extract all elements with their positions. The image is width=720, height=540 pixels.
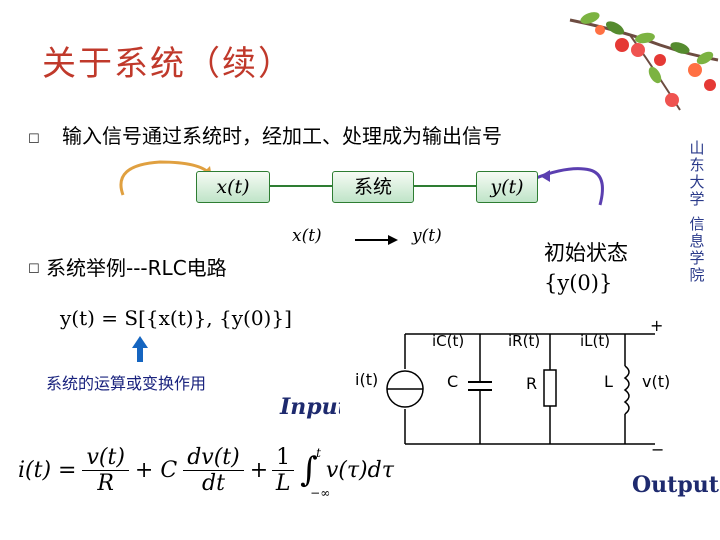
il-label: iL(t) <box>580 332 611 350</box>
fraction-3: 1 L <box>272 445 295 496</box>
bullet-box-icon-2: ☐ <box>28 262 40 277</box>
system-box: 系统 <box>332 171 414 203</box>
inductor-label: L <box>604 372 613 391</box>
fraction-2: dv(t) dt <box>183 445 244 496</box>
input-curve-arrow <box>119 160 212 196</box>
apple-branch-decoration <box>569 12 719 111</box>
minus-terminal: − <box>651 440 665 459</box>
bullet-box-icon: ☐ <box>28 132 40 147</box>
output-arrow-head <box>540 170 550 182</box>
integral-sign: ∫ t −∞ <box>300 446 331 500</box>
input-word: Input <box>280 394 348 420</box>
watermark-line2: 信息学院 <box>689 215 705 284</box>
eq-lhs: i(t) = <box>18 457 77 483</box>
source-label: i(t) <box>355 370 379 389</box>
rlc-circuit <box>340 314 685 474</box>
output-curve-arrow <box>535 167 604 206</box>
fraction-1: v(t) R <box>82 445 129 496</box>
resistor-label: R <box>526 374 538 393</box>
ic-label: iC(t) <box>432 332 465 350</box>
university-watermark: 山东大学 信息学院 <box>684 140 710 284</box>
system-equation: y(t) = S[{x(t)}, {y(0)}] <box>60 306 292 330</box>
mapping-arrow-head <box>388 235 398 245</box>
operator-note: 系统的运算或变换作用 <box>46 374 207 393</box>
output-word: Output <box>632 472 719 498</box>
output-signal-box: y(t) <box>476 171 538 203</box>
ir-label: iR(t) <box>508 332 541 350</box>
watermark-line1: 山东大学 <box>689 139 705 208</box>
resistor-symbol <box>543 369 557 407</box>
eq-plus-2: + <box>249 457 269 483</box>
inductor-symbol <box>623 365 630 415</box>
eq-plus-c: + C <box>134 457 178 483</box>
integrand: v(τ)dτ <box>325 457 394 483</box>
bullet1-text: 输入信号通过系统时，经加工、处理成为输出信号 <box>62 124 502 148</box>
input-signal-box: x(t) <box>196 171 270 203</box>
bullet2-text: 系统举例---RLC电路 <box>46 256 227 280</box>
output-voltage-label: v(t) <box>642 372 671 391</box>
page-title: 关于系统（续） <box>42 44 294 84</box>
mapping-input-label: x(t) <box>292 226 322 246</box>
initial-state: 初始状态 {y(0)} <box>544 238 628 298</box>
up-arrow-icon <box>132 336 148 362</box>
initial-state-label: 初始状态 <box>544 241 628 265</box>
plus-terminal: + <box>650 316 664 335</box>
mapping-output-label: y(t) <box>412 226 442 246</box>
initial-state-value: {y(0)} <box>544 271 613 295</box>
capacitor-label: C <box>447 372 459 391</box>
kcl-equation: i(t) = v(t) R + C dv(t) dt + 1 L ∫ t −∞ … <box>18 440 394 501</box>
